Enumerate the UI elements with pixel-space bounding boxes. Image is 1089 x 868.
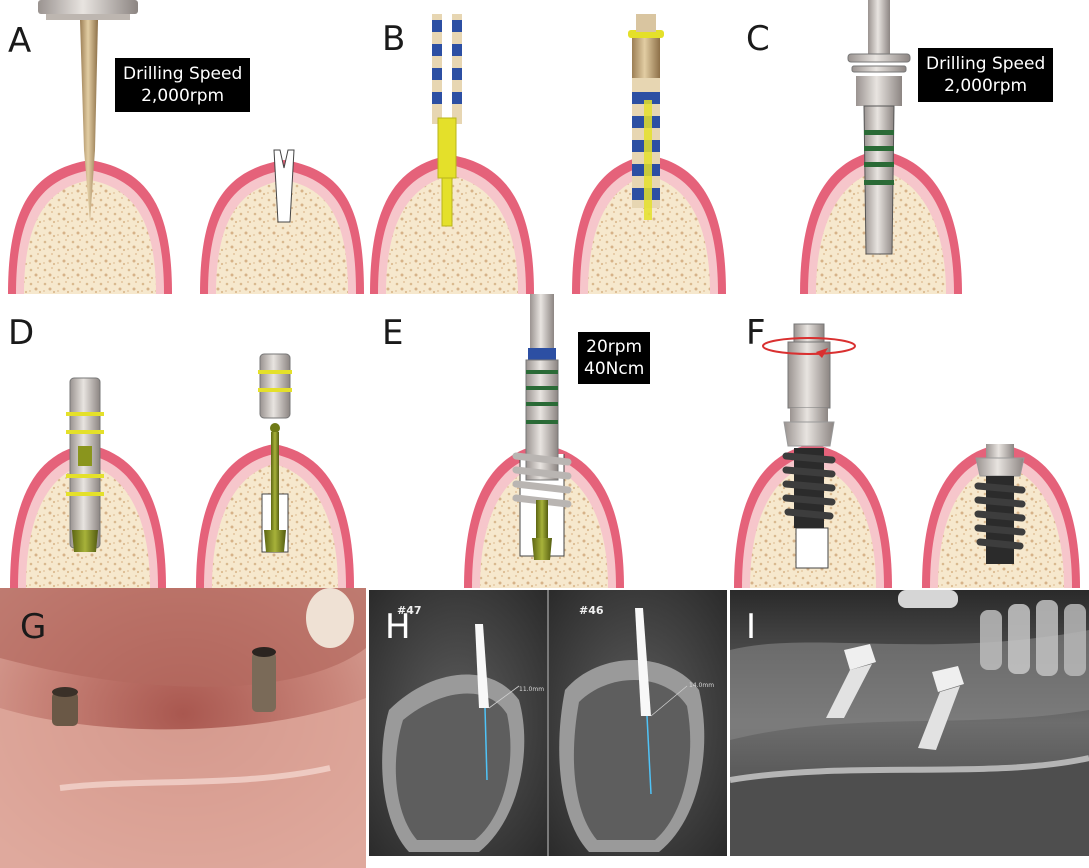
panel-label: B [382,19,406,59]
cbct-section-47 [369,590,547,856]
panel-label: C [746,19,770,59]
measurement-right: 14.0mm [689,682,715,689]
panel-d: D [0,294,366,588]
panel-h: H #47 #46 11.0mm 14.0mm [369,590,727,856]
panel-e: E 20rpm 40Ncm [366,294,730,588]
implant-xray-left [826,644,876,718]
panel-b: B [366,0,730,294]
healing-abutment-right [252,647,276,712]
tap-drill-right [258,353,292,552]
panel-e-illustration [366,294,730,588]
panel-label: I [746,607,757,647]
alveolar-ridge-right [200,149,364,294]
panel-d-illustration [0,294,366,588]
tooth-number-47: #47 [397,604,422,617]
drilling-speed-badge: Drilling Speed 2,000rpm [918,48,1054,102]
badge-line-1: Drilling Speed [123,64,243,84]
panel-c: C Drilling Speed 2,000rpm [730,0,1089,294]
panel-i: I [730,590,1089,856]
drilling-speed-badge: Drilling Speed 2,000rpm [115,58,251,112]
badge-line-2: 40Ncm [584,359,645,379]
panel-g: G [0,588,366,868]
alveolar-ridge-left [8,160,172,294]
panel-c-illustration [730,0,1089,294]
cbct-images [369,590,727,856]
clinical-photo [0,588,366,868]
dental-implant-left [782,448,836,528]
badge-line-2: 2,000rpm [944,76,1028,96]
badge-line-2: 2,000rpm [141,86,225,106]
torque-badge: 20rpm 40Ncm [578,332,651,384]
alveolar-ridge-right [572,155,726,294]
badge-line-1: Drilling Speed [926,54,1046,74]
cbct-section-46 [549,590,727,856]
alveolar-ridge-left [370,155,534,294]
panel-label: F [746,313,766,353]
depth-gauge-left [432,14,462,227]
natural-teeth [898,590,1086,676]
tapping-tool [512,294,572,560]
tap-drill-left [66,377,104,552]
healing-abutment-left [52,687,78,726]
panel-a: A Drilling Speed 2,000rpm [0,0,366,294]
panel-b-illustration [366,0,730,294]
dental-implant-right [974,444,1026,564]
panel-f-illustration [730,294,1089,588]
badge-line-1: 20rpm [586,337,643,357]
panel-label: E [382,313,404,353]
panel-label: H [385,607,411,647]
panoramic-radiograph [730,590,1089,856]
panel-f: F [730,294,1089,588]
implant-driver [762,323,856,447]
panel-label: A [8,21,32,61]
depth-gauge-right [628,14,664,220]
pilot-drill [38,0,138,222]
panel-a-illustration [0,0,366,294]
implant-xray-right [918,666,964,750]
measurement-left: 11.0mm [519,686,545,693]
panel-label: D [8,313,35,353]
final-drill [847,0,911,255]
panel-label: G [20,607,47,647]
tooth-number-46: #46 [579,604,604,617]
